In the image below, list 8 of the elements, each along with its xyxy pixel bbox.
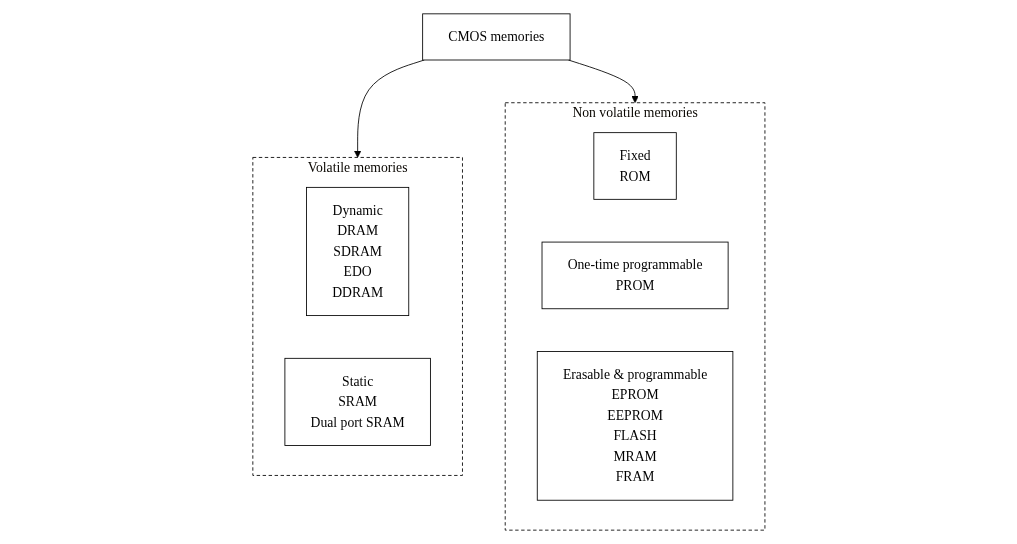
node-box — [421, 13, 571, 61]
node-box — [305, 186, 409, 316]
cluster — [504, 102, 765, 531]
node-box — [284, 357, 431, 446]
node-box — [536, 351, 733, 501]
cluster — [252, 157, 463, 476]
node-box — [541, 241, 729, 310]
node-box — [593, 132, 677, 200]
